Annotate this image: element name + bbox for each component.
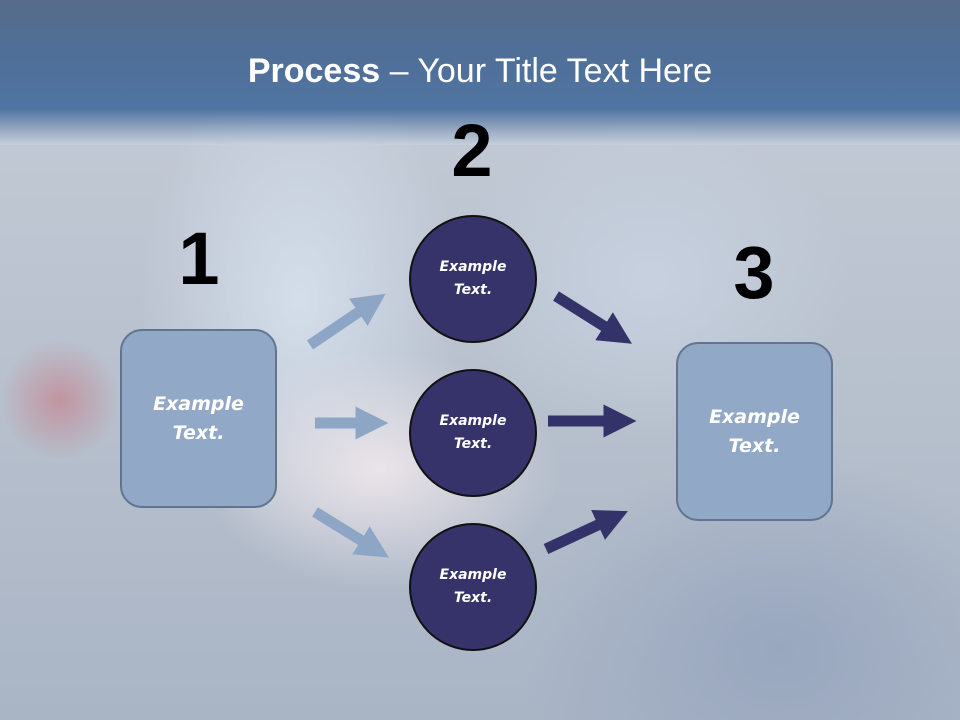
arrow-2c-to-3 bbox=[543, 509, 628, 554]
arrow-1-to-2a bbox=[306, 293, 386, 350]
step-number-2: 2 bbox=[451, 109, 493, 192]
middle-circle-2: Example Text. bbox=[409, 369, 537, 497]
end-box-text: Example Text. bbox=[709, 405, 800, 457]
start-box-text: Example Text. bbox=[153, 392, 244, 444]
arrow-2a-to-3 bbox=[553, 291, 632, 344]
slide-title: Process – Your Title Text Here bbox=[0, 52, 960, 91]
step-number-3: 3 bbox=[733, 231, 775, 314]
title-rest: – Your Title Text Here bbox=[380, 52, 713, 90]
circle-text: Example Text. bbox=[439, 567, 507, 606]
start-box: Example Text. bbox=[120, 329, 277, 508]
step-number-1: 1 bbox=[178, 217, 220, 300]
circle-text: Example Text. bbox=[439, 259, 507, 298]
middle-circle-1: Example Text. bbox=[409, 215, 537, 343]
end-box: Example Text. bbox=[676, 342, 833, 521]
title-bold: Process bbox=[247, 52, 381, 90]
title-banner bbox=[0, 0, 960, 145]
middle-circle-3: Example Text. bbox=[409, 523, 537, 651]
arrow-1-to-2c bbox=[312, 507, 390, 558]
circle-text: Example Text. bbox=[439, 413, 507, 452]
